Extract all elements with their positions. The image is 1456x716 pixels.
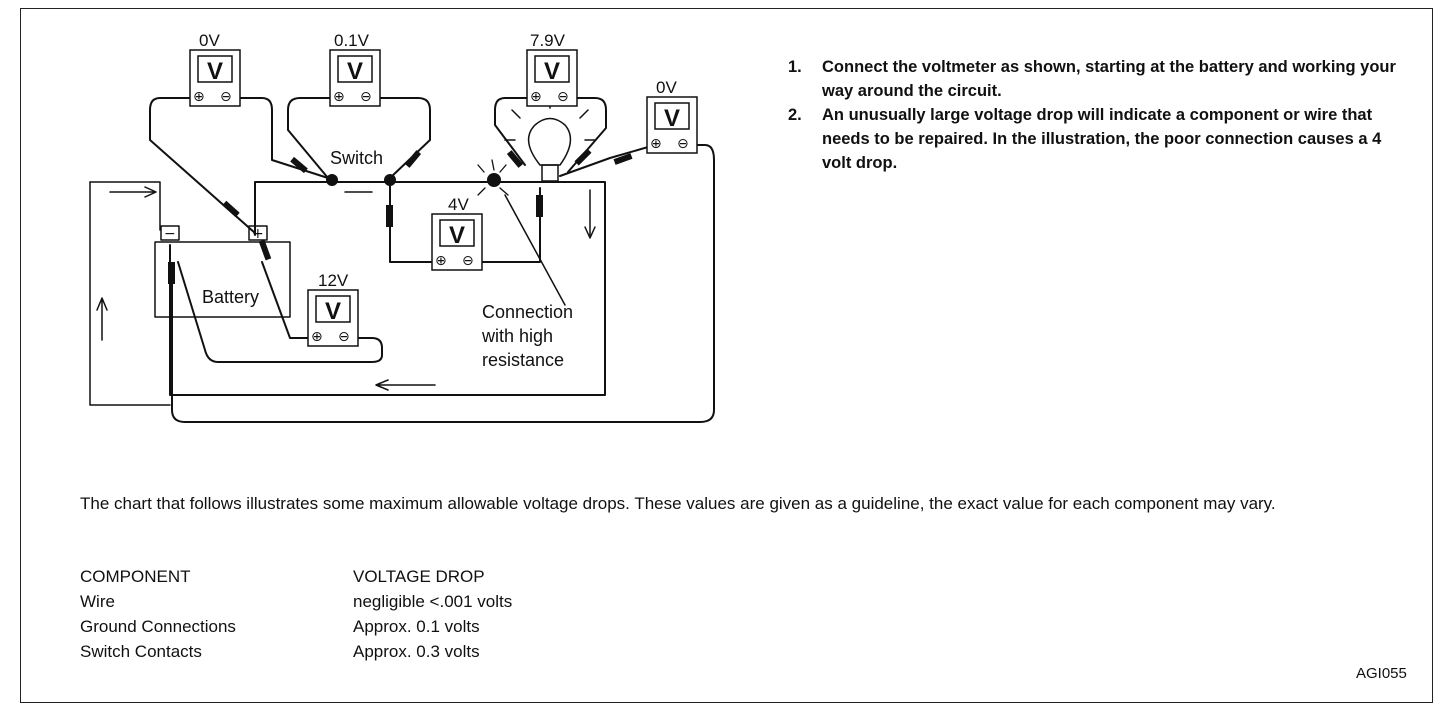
lead-m1-plus: [149, 97, 256, 234]
instruction-item: 1. Connect the voltmeter as shown, start…: [788, 55, 1408, 103]
voltmeter-2: 0.1V V ⊕ ⊖: [329, 31, 381, 107]
plus-terminal-icon: ⊕: [650, 136, 662, 152]
header-voltage-drop: VOLTAGE DROP: [353, 567, 485, 586]
probe-tip: [386, 205, 393, 227]
table-cell: Wire: [80, 592, 115, 611]
battery-neg-sign: −: [164, 226, 176, 242]
table-cell: negligible <.001 volts: [353, 592, 513, 611]
lead-m3-plus: [494, 97, 538, 166]
voltmeter-reading: 0V: [656, 78, 677, 97]
switch-label: Switch: [330, 148, 383, 168]
figure-code: AGI055: [1356, 665, 1407, 682]
bad-connection-dot: [487, 173, 501, 187]
table-row: Switch Contacts Approx. 0.3 volts: [80, 639, 653, 664]
table-row: Ground Connections Approx. 0.1 volts: [80, 614, 653, 639]
arrow-bottom: [375, 379, 436, 391]
meter-symbol: V: [207, 58, 223, 85]
voltmeter-reading: 7.9V: [530, 31, 566, 50]
instruction-item: 2. An unusually large voltage drop will …: [788, 103, 1408, 175]
lead-m1-minus: [227, 97, 329, 179]
table-cell: Approx. 0.3 volts: [353, 642, 480, 661]
wire-outer-left: [89, 181, 171, 406]
voltmeter-4: 0V V ⊕ ⊖: [646, 78, 698, 154]
connection-label-line3: resistance: [482, 350, 564, 370]
battery-body: [154, 241, 291, 318]
meter-symbol: V: [449, 222, 465, 249]
probe-tip: [404, 150, 422, 168]
minus-terminal-icon: ⊖: [557, 89, 569, 105]
arrow-left-up: [96, 297, 108, 341]
connection-callout-line: [504, 194, 566, 306]
battery-terminal-neg: [160, 225, 180, 241]
instruction-number: 1.: [788, 58, 802, 76]
plus-terminal-icon: ⊕: [333, 89, 345, 105]
plus-terminal-icon: ⊕: [311, 329, 323, 345]
instructions-list: 1. Connect the voltmeter as shown, start…: [788, 55, 1408, 175]
wire-battery-top-left: [89, 181, 161, 231]
probe-tip: [168, 262, 175, 284]
battery-terminal-pos: [248, 225, 268, 241]
figure-frame: [20, 8, 1433, 703]
arrow-battery-top: [109, 186, 157, 198]
voltage-drop-table: COMPONENT VOLTAGE DROP Wire negligible <…: [80, 564, 653, 664]
lead-m4-minus: [171, 144, 715, 423]
lead-m2-plus: [287, 97, 341, 179]
plus-terminal-icon: ⊕: [193, 89, 205, 105]
lamp-base: [541, 164, 559, 182]
probe-tip: [536, 195, 543, 217]
meter-symbol: V: [664, 105, 680, 132]
wire-4v-right: [479, 187, 541, 263]
minus-terminal-icon: ⊖: [677, 136, 689, 152]
table-cell: Switch Contacts: [80, 642, 202, 661]
battery-label: Battery: [202, 287, 259, 307]
table-cell: Approx. 0.1 volts: [353, 617, 480, 636]
minus-terminal-icon: ⊖: [220, 89, 232, 105]
plus-terminal-icon: ⊕: [530, 89, 542, 105]
arrow-top-right: [584, 189, 596, 239]
spark-lines: [477, 159, 509, 196]
probe-tip: [290, 156, 308, 174]
connection-label-line2: with high: [481, 326, 553, 346]
intro-paragraph: The chart that follows illustrates some …: [80, 494, 1276, 513]
minus-terminal-icon: ⊖: [462, 253, 474, 269]
switch-contact-left: [326, 174, 338, 186]
minus-terminal-icon: ⊖: [338, 329, 350, 345]
lamp-bulb: [527, 117, 572, 166]
voltmeter-reading: 0V: [199, 31, 220, 50]
instruction-number: 2.: [788, 106, 802, 124]
probe-tip: [613, 153, 633, 165]
lead-m6-minus: [177, 261, 383, 363]
meter-symbol: V: [325, 298, 341, 325]
voltmeter-1: 0V V ⊕ ⊖: [189, 31, 241, 107]
probe-tip: [574, 148, 592, 166]
meter-symbol: V: [347, 58, 363, 85]
wire-4v-branch: [389, 181, 433, 263]
header-component: COMPONENT: [80, 567, 191, 586]
table-row: Wire negligible <.001 volts: [80, 589, 653, 614]
voltmeter-5: 4V V ⊕ ⊖: [431, 195, 483, 271]
meter-symbol: V: [544, 58, 560, 85]
voltmeter-reading: 4V: [448, 195, 469, 214]
instruction-text: An unusually large voltage drop will ind…: [822, 106, 1382, 172]
table-header-row: COMPONENT VOLTAGE DROP: [80, 564, 653, 589]
voltmeter-reading: 12V: [318, 271, 349, 290]
minus-terminal-icon: ⊖: [360, 89, 372, 105]
lead-m3-minus: [564, 97, 607, 173]
plus-terminal-icon: ⊕: [435, 253, 447, 269]
lead-m4-plus: [559, 144, 656, 177]
probe-tip: [506, 150, 524, 168]
table-cell: Ground Connections: [80, 617, 236, 636]
connection-label-line1: Connection: [482, 302, 573, 322]
voltmeter-3: 7.9V V ⊕ ⊖: [526, 31, 578, 107]
lead-m2-minus: [367, 97, 431, 179]
voltmeter-reading: 0.1V: [334, 31, 370, 50]
battery-pos-sign: +: [252, 226, 264, 242]
voltmeter-6: 12V V ⊕ ⊖: [307, 271, 359, 347]
instruction-text: Connect the voltmeter as shown, starting…: [822, 58, 1396, 100]
probe-tip: [258, 239, 272, 261]
switch-contact-right: [384, 174, 396, 186]
probe-tip: [222, 200, 240, 218]
wire-main-top: [169, 181, 606, 396]
